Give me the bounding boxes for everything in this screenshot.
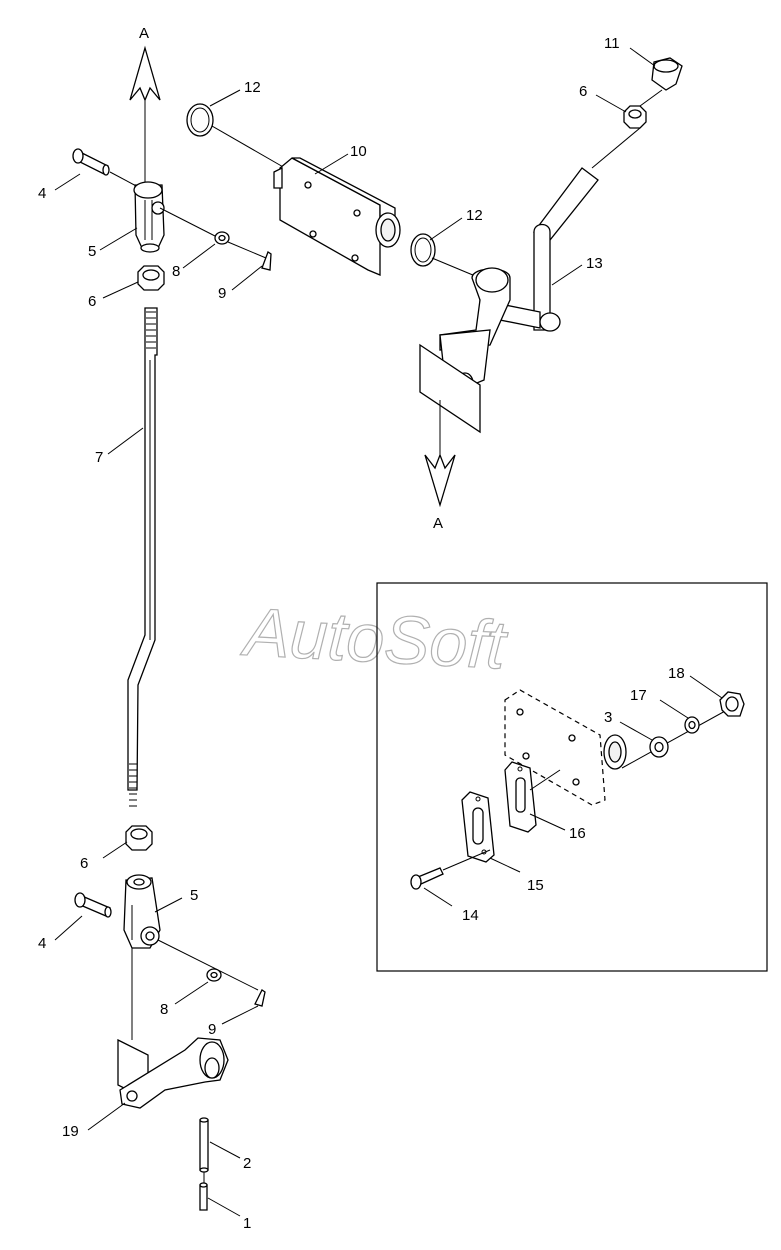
callout-16: 16 [569, 825, 586, 842]
callout-4-bottom: 4 [38, 935, 46, 952]
shift-plate [273, 157, 401, 276]
cotter-pin-top [227, 241, 272, 271]
shift-lever [439, 167, 599, 394]
pin-upper [199, 1117, 209, 1173]
view-label-bottom: A [433, 515, 443, 532]
callout-15: 15 [527, 877, 544, 894]
callout-8-top: 8 [172, 263, 180, 280]
callout-11: 11 [604, 35, 620, 52]
callout-4-top: 4 [38, 185, 46, 202]
callout-12-left: 12 [244, 79, 261, 96]
jam-nut-top [137, 265, 165, 291]
cotter-pin-bottom [254, 989, 266, 1007]
callout-1: 1 [243, 1215, 251, 1232]
washer-bottom [206, 968, 222, 982]
pin-lower [199, 1182, 208, 1211]
clevis-pin-bottom [74, 892, 112, 918]
callout-8-bottom: 8 [160, 1001, 168, 1018]
callout-6-right: 6 [579, 83, 587, 100]
callout-18: 18 [668, 665, 685, 682]
watermark: AutoSoft [239, 594, 511, 684]
clevis-top [133, 181, 216, 253]
detail-box [376, 582, 768, 972]
nut-upper-right [623, 105, 647, 129]
lower-lever [117, 1037, 229, 1109]
callout-5-bottom: 5 [190, 887, 198, 904]
callout-19: 19 [62, 1123, 79, 1140]
callout-5-top: 5 [88, 243, 96, 260]
view-arrow-top: A [129, 25, 161, 190]
leader-lines [54, 47, 723, 1217]
snap-ring-left [186, 103, 214, 137]
callout-6-top: 6 [88, 293, 96, 310]
callout-13: 13 [586, 255, 603, 272]
callout-2: 2 [243, 1155, 251, 1172]
washer-top [214, 231, 230, 245]
clevis-bottom [123, 874, 161, 949]
callout-6-bottom: 6 [80, 855, 88, 872]
callout-9-top: 9 [218, 285, 226, 302]
callout-3: 3 [604, 709, 612, 726]
callout-7: 7 [95, 449, 103, 466]
knob [651, 57, 683, 91]
jam-nut-bottom [125, 825, 153, 851]
view-arrow-bottom: A [419, 343, 481, 532]
callout-10: 10 [350, 143, 367, 160]
callout-9-bottom: 9 [208, 1021, 216, 1038]
view-label-top: A [139, 25, 149, 42]
snap-ring-right [410, 233, 436, 267]
callout-17: 17 [630, 687, 647, 704]
clevis-pin-top [72, 148, 141, 189]
shift-rod [127, 307, 158, 807]
callout-14: 14 [462, 907, 479, 924]
callout-12-right: 12 [466, 207, 483, 224]
callout-labels: 1 2 3 4 4 5 5 6 6 6 7 8 8 9 9 10 11 12 1… [38, 35, 685, 1232]
